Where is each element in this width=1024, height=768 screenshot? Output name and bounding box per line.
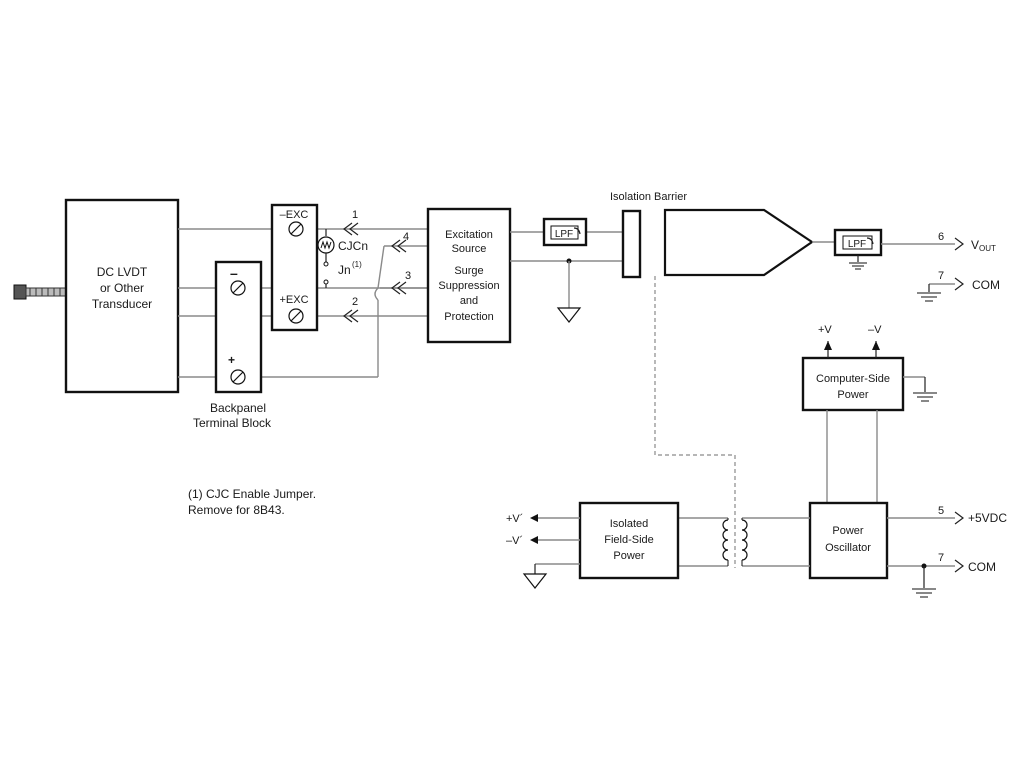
- jumper-label: Jn: [338, 263, 351, 277]
- pin3-number: 3: [405, 270, 411, 282]
- terminal-plus-label: +: [228, 353, 235, 367]
- pin3-connector-icon: [391, 281, 407, 295]
- terminal-screw-plus: [230, 369, 246, 385]
- com2-ground-icon: [912, 588, 936, 598]
- isolation-barrier-block: [621, 209, 642, 279]
- com1-arrow-icon: [954, 277, 964, 291]
- pin1-connector-icon: [343, 222, 359, 236]
- footnote-line-1: (1) CJC Enable Jumper.: [188, 487, 316, 501]
- excitation-label-1: Excitation: [445, 229, 493, 241]
- excitation-label-6: Protection: [444, 311, 494, 323]
- field-minus-arrow-icon: [530, 536, 538, 544]
- field-power-label-3: Power: [613, 550, 645, 562]
- lpf2-curve-icon: [866, 237, 874, 245]
- cjc-sensor-icon: [317, 236, 335, 254]
- pin1-number: 1: [352, 209, 358, 221]
- ground-triangle-icon: [556, 307, 582, 323]
- computer-power-label-2: Power: [837, 389, 869, 401]
- excitation-label-2: Source: [452, 243, 487, 255]
- transducer-shaft: [13, 284, 67, 300]
- 5vdc-label: +5VDC: [968, 511, 1007, 525]
- 5vdc-arrow-icon: [954, 511, 964, 525]
- pin5-number: 5: [938, 505, 944, 517]
- transducer-label-2: or Other: [100, 281, 144, 295]
- pin2-connector-icon: [343, 309, 359, 323]
- computer-side-power-block: [801, 356, 905, 412]
- lpf1-inner: [550, 225, 579, 240]
- computer-power-minus-label: –V: [868, 324, 882, 336]
- excitation-label-3: Surge: [454, 265, 483, 277]
- lpf1-curve-icon: [573, 227, 581, 235]
- amplifier-triangle: [663, 208, 814, 277]
- lpf1-label: LPF: [555, 229, 573, 240]
- com2-label: COM: [968, 560, 996, 574]
- exc-minus-label: –EXC: [280, 209, 309, 221]
- transformer-icon: [722, 518, 748, 566]
- terminal-block-label-1: Backpanel: [210, 401, 266, 415]
- pin2-number: 2: [352, 296, 358, 308]
- lpf2-label: LPF: [848, 239, 866, 250]
- wire-crossover: [374, 287, 379, 301]
- oscillator-label-2: Oscillator: [825, 542, 871, 554]
- field-ground-triangle-icon: [522, 573, 548, 589]
- field-plus-label: +V´: [506, 513, 523, 525]
- terminal-minus-label: –: [230, 265, 238, 281]
- com2-arrow-icon: [954, 559, 964, 573]
- terminal-block-label-2: Terminal Block: [193, 416, 272, 430]
- computer-power-ground-icon: [913, 392, 937, 402]
- computer-power-plus-label: +V: [818, 324, 832, 336]
- cjc-label: CJCn: [338, 239, 368, 253]
- pin7-number-bottom: 7: [938, 552, 944, 564]
- exc-minus-screw: [288, 221, 304, 237]
- transducer-label-1: DC LVDT: [97, 265, 148, 279]
- jumper-superscript: (1): [352, 260, 362, 269]
- field-minus-label: –V´: [506, 535, 523, 547]
- exc-plus-label: +EXC: [279, 294, 308, 306]
- transducer-box: [64, 198, 180, 394]
- jumper-contact-bottom: [323, 279, 329, 285]
- terminal-screw-minus: [230, 280, 246, 296]
- excitation-label-5: and: [460, 295, 478, 307]
- power-oscillator-block: [808, 501, 889, 580]
- pin4-connector-icon: [391, 239, 407, 253]
- excitation-block: [426, 207, 512, 344]
- vout-arrow-icon: [954, 237, 964, 251]
- field-power-label-1: Isolated: [610, 518, 649, 530]
- jumper-contact-top: [323, 261, 329, 267]
- pin7-number-top: 7: [938, 270, 944, 282]
- com1-ground-icon: [917, 292, 941, 302]
- lpf2-inner: [842, 235, 873, 250]
- transducer-label-3: Transducer: [92, 297, 152, 311]
- field-plus-arrow-icon: [530, 514, 538, 522]
- field-power-label-2: Field-Side: [604, 534, 654, 546]
- pin6-number: 6: [938, 231, 944, 243]
- wire-pin4-rise: [377, 245, 385, 289]
- vout-label: VOUT: [971, 238, 996, 253]
- footnote-line-2: Remove for 8B43.: [188, 503, 285, 517]
- com1-label: COM: [972, 278, 1000, 292]
- oscillator-label-1: Power: [832, 525, 864, 537]
- pin4-number: 4: [403, 231, 409, 243]
- computer-power-label-1: Computer-Side: [816, 373, 890, 385]
- exc-plus-screw: [288, 308, 304, 324]
- isolation-barrier-label: Isolation Barrier: [610, 191, 687, 203]
- excitation-label-4: Suppression: [438, 280, 499, 292]
- lpf2-ground-icon: [849, 262, 867, 270]
- isolation-barrier-line: [654, 276, 736, 568]
